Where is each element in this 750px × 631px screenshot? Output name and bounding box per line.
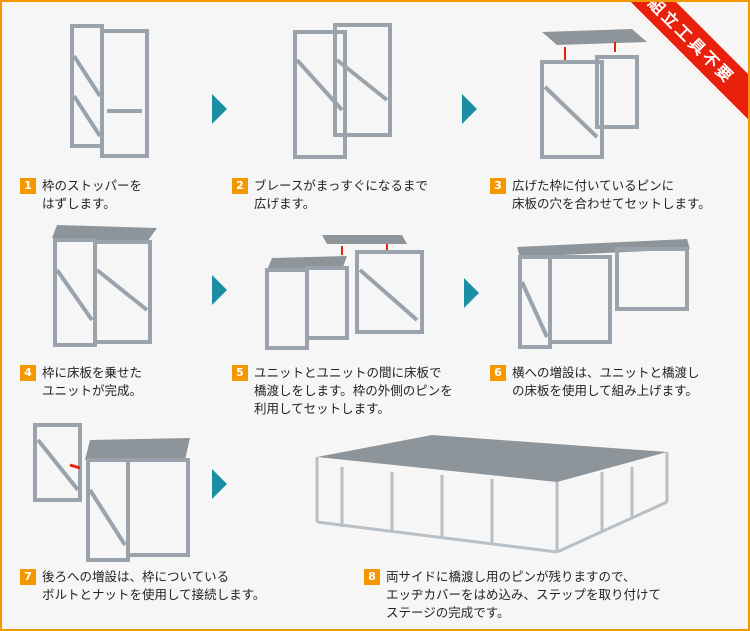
caption-line: はずします。: [42, 196, 116, 211]
step-5-caption: 5 ユニットとユニットの間に床板で橋渡しをします。枠の外側のピンを利用してセットし…: [232, 364, 453, 418]
step-8-illustration: [315, 435, 669, 554]
caption-line: 横への増設は、ユニットと橋渡し: [512, 365, 700, 380]
step-3-caption: 3 広げた枠に付いているピンに床板の穴を合わせてセットします。: [490, 177, 711, 213]
step-number: 4: [20, 365, 36, 381]
caption-line: ユニットが完成。: [42, 383, 143, 398]
step-2-caption: 2 ブレースがまっすぐになるまで広げます。: [232, 177, 428, 213]
step-number: 2: [232, 178, 248, 194]
step-number: 5: [232, 365, 248, 381]
next-arrow-2: [462, 94, 477, 124]
caption-line: ブレースがまっすぐになるまで: [254, 178, 428, 193]
step-4-illustration: [52, 225, 157, 347]
caption-line: ボルトとナットを使用して接続します。: [42, 587, 266, 602]
caption-line: 利用してセットします。: [254, 401, 390, 416]
step-2-illustration: [293, 23, 392, 159]
step-number: 3: [490, 178, 506, 194]
caption-line: 後ろへの増設は、枠についている: [42, 569, 230, 584]
caption-line: 橋渡しをします。枠の外側のピンを: [254, 383, 453, 398]
next-arrow-4: [464, 278, 479, 308]
caption-line: 広げます。: [254, 196, 316, 211]
step-8-caption: 8 両サイドに橋渡し用のピンが残りますので、エッヂカバーをはめ込み、ステップを取り…: [364, 568, 661, 622]
step-6-caption: 6 横への増設は、ユニットと橋渡しの床板を使用して組み上げます。: [490, 364, 700, 400]
step-number: 8: [364, 569, 380, 585]
step-7-caption: 7 後ろへの増設は、枠についているボルトとナットを使用して接続します。: [20, 568, 265, 604]
caption-line: ステージの完成です。: [386, 605, 510, 620]
step-4-caption: 4 枠に床板を乗せたユニットが完成。: [20, 364, 142, 400]
step-5-illustration: [265, 235, 424, 350]
caption-line: 広げた枠に付いているピンに: [512, 178, 675, 193]
caption-line: 両サイドに橋渡し用のピンが残りますので、: [386, 569, 636, 584]
step-3-illustration: [540, 29, 647, 159]
step-number: 1: [20, 178, 36, 194]
caption-line: の床板を使用して組み上げます。: [512, 383, 698, 398]
caption-line: 枠のストッパーを: [42, 178, 143, 193]
step-7-illustration: [33, 423, 190, 562]
next-arrow-5: [212, 469, 227, 499]
step-number: 6: [490, 365, 506, 381]
caption-line: 床板の穴を合わせてセットします。: [512, 196, 711, 211]
next-arrow-1: [212, 94, 227, 124]
next-arrow-3: [212, 275, 227, 305]
step-1-caption: 1 枠のストッパーをはずします。: [20, 177, 142, 213]
caption-line: ユニットとユニットの間に床板で: [254, 365, 442, 380]
step-number: 7: [20, 569, 36, 585]
caption-line: 枠に床板を乗せた: [42, 365, 143, 380]
step-1-illustration: [70, 24, 149, 158]
caption-line: エッヂカバーをはめ込み、ステップを取り付けて: [386, 587, 662, 602]
step-6-illustration: [517, 239, 690, 349]
